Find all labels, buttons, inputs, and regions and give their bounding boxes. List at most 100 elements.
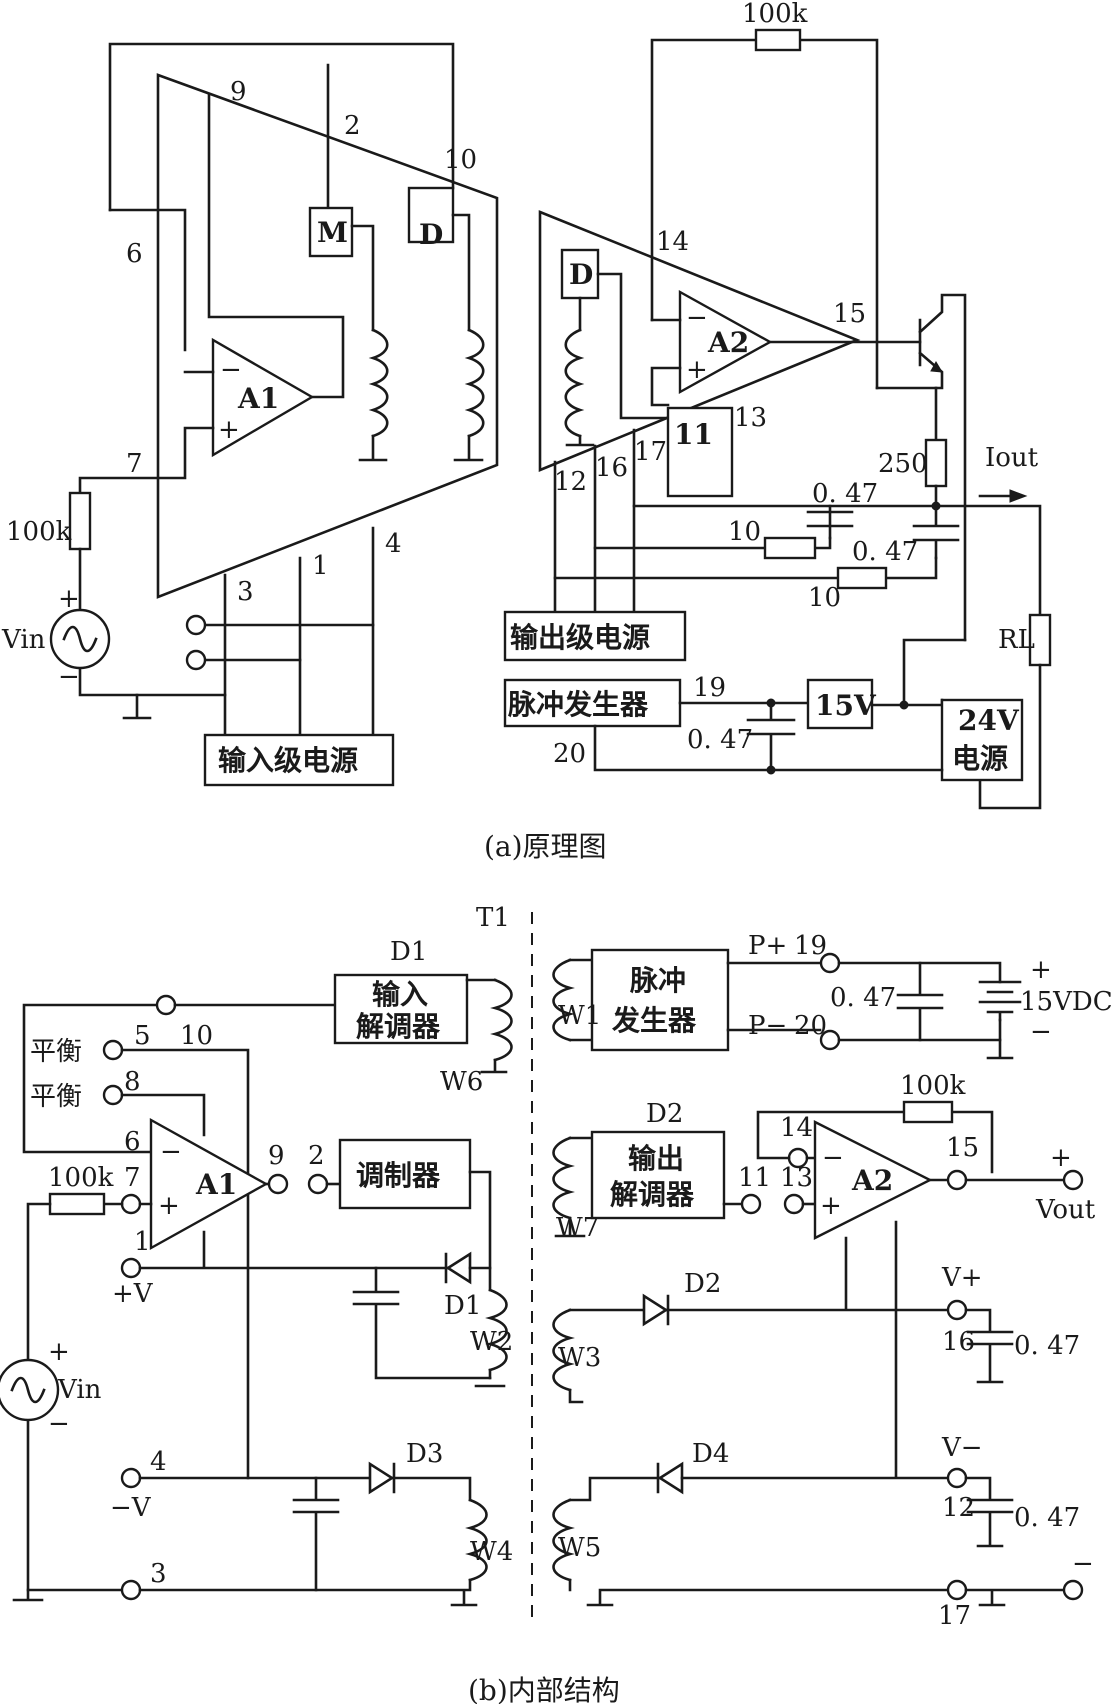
modulator-block (338, 1138, 472, 1210)
opamp-a1-b-plus: + (158, 1191, 180, 1221)
pin-b-19: 19 (794, 931, 827, 961)
pin-b-16: 16 (942, 1327, 975, 1357)
label-gnd-minus: − (1072, 1549, 1094, 1579)
coil-d1 (464, 328, 485, 438)
capacitor-047-a (806, 504, 854, 540)
pin-b-2: 2 (308, 1141, 325, 1171)
wire-pin5 (120, 1048, 250, 1480)
pin-b-4: 4 (150, 1447, 167, 1477)
label-battery-plus: + (1030, 955, 1052, 985)
label-r10b: 10 (808, 583, 841, 613)
pulse-generator-label-2: 发生器 (611, 1004, 697, 1037)
wire-a1-plus (78, 426, 215, 495)
terminal-balance-2 (102, 1084, 124, 1106)
pin-10: 10 (444, 145, 477, 175)
pin-b-12: 12 (942, 1493, 975, 1523)
output-stage-module (538, 210, 861, 472)
label-cap-vplus: 0. 47 (1014, 1331, 1080, 1361)
label-cap-pulse: 0. 47 (830, 983, 896, 1013)
ground-symbol-a (122, 693, 152, 720)
wire-pin20 (593, 724, 944, 772)
battery-15vdc (978, 980, 1022, 1022)
input-demodulator-label-2: 解调器 (356, 1010, 441, 1043)
wire-w2-gnd (474, 1368, 506, 1388)
resistor-100k-fb-b (902, 1100, 954, 1124)
pin-b-5: 5 (134, 1021, 151, 1051)
block-m-label: M (317, 216, 348, 249)
resistor-100k-in-b (48, 1192, 106, 1216)
coil-m (368, 328, 389, 438)
modulator-block-m (308, 206, 354, 258)
pulse-generator-label-1: 脉冲 (630, 964, 686, 997)
pin-2: 2 (344, 111, 361, 141)
label-balance-2: 平衡 (30, 1082, 82, 1112)
wire-rl-bottom (978, 663, 1042, 810)
coil-w5 (552, 1498, 575, 1582)
wire-w3 (568, 1308, 646, 1404)
pin-b-14: 14 (780, 1113, 813, 1143)
arrow-iout-head-icon (1009, 489, 1028, 503)
label-cap-a: 0. 47 (812, 479, 878, 509)
label-cap-c: 0. 47 (687, 725, 753, 755)
wire-vminus (680, 1220, 950, 1480)
label-p-plus: P+ (748, 931, 787, 961)
pin-3: 3 (237, 577, 254, 607)
wire-m-gnd (358, 434, 388, 462)
wire-d1-coil (451, 213, 471, 332)
label-r-in: 100k (6, 517, 72, 547)
label-minus: − (58, 662, 80, 692)
junction-15v (899, 700, 909, 710)
modulator-label: 调制器 (356, 1159, 441, 1192)
capacitor-047-vplus (964, 1308, 1014, 1384)
internal-structure-diagram: T1 D1 D2 平衡 平衡 100k 100k Vin + − +V −V D… (0, 903, 1113, 1704)
wire-a1-out (207, 93, 345, 399)
label-balance-1: 平衡 (30, 1037, 82, 1067)
pin-17: 17 (634, 437, 667, 467)
capacitor-047-b (912, 504, 960, 560)
output-demodulator-block (590, 1130, 726, 1220)
wire-d1-gnd (453, 434, 484, 462)
label-vminus: V− (941, 1433, 983, 1463)
input-power-label: 输入级电源 (218, 744, 358, 777)
capacitor-047-c (746, 701, 796, 772)
wire-pin14-fb (756, 1110, 994, 1174)
wire-w7 (554, 1136, 594, 1238)
opamp-a1-b-label: A1 (195, 1168, 237, 1201)
diode-d3-body (368, 1461, 395, 1495)
label-15vdc: 15VDC (1020, 987, 1113, 1017)
pin-9: 9 (230, 77, 247, 107)
pin-16: 16 (595, 453, 628, 483)
pin-20: 20 (553, 739, 586, 769)
opamp-a1-plus: + (218, 415, 240, 445)
opamp-a2-minus: − (686, 303, 708, 333)
terminal-vout (1062, 1169, 1084, 1191)
label-vin-plus: + (48, 1337, 70, 1367)
wire-15v-up (902, 638, 967, 707)
psu-24v-label-2: 电源 (952, 742, 1008, 775)
label-diode-d3: D3 (406, 1439, 443, 1469)
capacitor-d1 (352, 1266, 492, 1380)
pulse-generator-block-b (590, 948, 730, 1052)
terminal-demod-in (155, 994, 177, 1016)
resistor-100k-fb (754, 28, 802, 52)
label-r-fb: 100k (742, 0, 808, 29)
wire-vplus (666, 1236, 950, 1312)
wire-d2-gnd (565, 434, 595, 447)
wire-plus-v (138, 1230, 448, 1270)
capacitor-047-pulse (896, 961, 944, 1042)
label-vin-b: Vin (57, 1375, 102, 1405)
label-w5: W5 (558, 1533, 601, 1563)
coil-w4 (465, 1498, 488, 1582)
transistor (875, 293, 967, 642)
transistor-arrow-icon (930, 361, 943, 373)
label-vout: Vout (1035, 1195, 1096, 1225)
pin-13: 13 (734, 403, 767, 433)
wire-w6-gnd (480, 1058, 508, 1074)
resistor-100k-in (68, 491, 92, 551)
label-w1: W1 (558, 1001, 601, 1031)
pin-7: 7 (126, 449, 143, 479)
label-r-fb-b: 100k (900, 1071, 966, 1101)
pin-b-13: 13 (780, 1163, 813, 1193)
block-d2-label: D (569, 258, 593, 291)
label-diode-d1: D1 (444, 1291, 481, 1321)
